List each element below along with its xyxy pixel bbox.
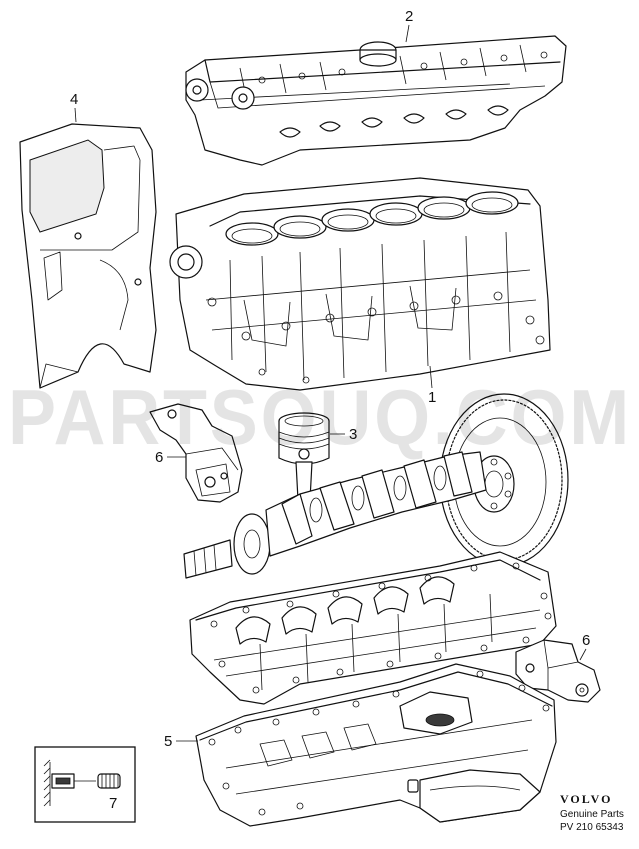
leader-line-2 <box>405 24 410 43</box>
volvo-brand-block: VOLVO Genuine Parts PV 210 65343 <box>560 792 624 833</box>
callout-1[interactable]: 1 <box>428 389 436 406</box>
leader-line-4 <box>74 107 77 123</box>
crankcase-bedplate-part[interactable] <box>189 551 557 705</box>
part-reference-number: PV 210 65343 <box>560 822 624 833</box>
callout-3[interactable]: 3 <box>349 426 357 443</box>
leader-line-1 <box>429 365 433 389</box>
genuine-parts-label: Genuine Parts <box>560 809 624 820</box>
callout-6-right[interactable]: 6 <box>582 632 590 649</box>
callout-6-left[interactable]: 6 <box>155 449 163 466</box>
watermark-text: PARTSOUQ.COM <box>8 373 632 461</box>
crankshaft-part[interactable] <box>183 451 487 579</box>
callout-7[interactable]: 7 <box>109 795 117 812</box>
callout-5[interactable]: 5 <box>164 733 172 750</box>
timing-belt-cover-part[interactable] <box>19 123 157 389</box>
cylinder-head-part[interactable] <box>185 35 567 166</box>
oil-sump-part[interactable] <box>195 663 557 827</box>
leader-line-6-right <box>579 648 587 661</box>
volvo-logo-text: VOLVO <box>560 792 612 806</box>
engine-mount-bracket-left-part[interactable] <box>149 403 243 503</box>
callout-2[interactable]: 2 <box>405 8 413 25</box>
spring-pin-part[interactable] <box>97 773 121 789</box>
engine-block-part[interactable] <box>169 177 551 391</box>
callout-4[interactable]: 4 <box>70 91 78 108</box>
flywheel-part[interactable] <box>439 393 569 567</box>
